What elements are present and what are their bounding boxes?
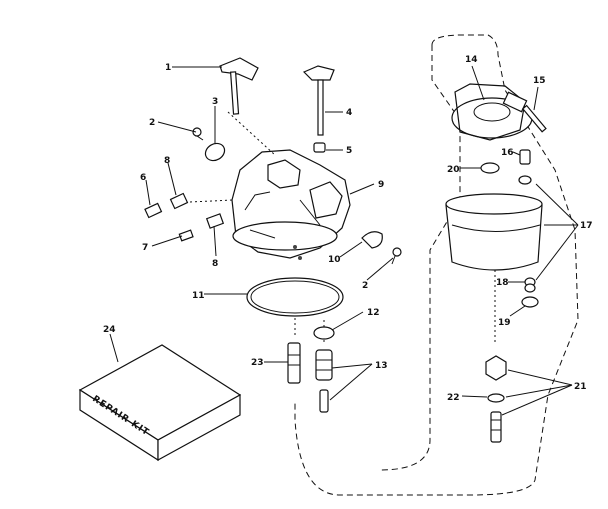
throttle-plate-screw <box>192 127 204 141</box>
bowl-spring <box>518 149 532 185</box>
bowl-washer <box>480 162 500 174</box>
choke-shaft <box>302 65 335 136</box>
choke-plate <box>361 231 383 249</box>
label-13: 13 <box>375 361 388 371</box>
label-8-bottom: 8 <box>212 259 218 269</box>
label-9: 9 <box>378 180 384 190</box>
carburetor-body <box>231 149 351 260</box>
float <box>451 83 533 141</box>
label-11: 11 <box>192 291 205 301</box>
float-bowl <box>445 193 543 271</box>
label-21: 21 <box>574 382 587 392</box>
float-bowl-group-outline <box>294 34 579 496</box>
label-15: 15 <box>533 76 546 86</box>
leader-lines <box>109 65 579 416</box>
label-23: 23 <box>251 358 264 368</box>
inlet-needle-and-seat <box>315 349 333 413</box>
main-nozzle <box>287 342 301 384</box>
label-10: 10 <box>328 255 341 265</box>
label-6: 6 <box>140 173 146 183</box>
label-4: 4 <box>346 108 352 118</box>
idle-mixture-screw <box>144 192 189 219</box>
label-3: 3 <box>212 97 218 107</box>
repair-kit-box: REPAIR KIT <box>78 344 242 462</box>
throttle-plate <box>204 142 226 162</box>
label-20: 20 <box>447 165 460 175</box>
label-2-bottom: 2 <box>362 281 368 291</box>
label-8-top: 8 <box>164 156 170 166</box>
label-12: 12 <box>367 308 380 318</box>
bowl-screw-spring <box>524 277 536 293</box>
throttle-shaft <box>219 57 259 115</box>
label-18: 18 <box>496 278 509 288</box>
label-1: 1 <box>165 63 171 73</box>
label-19: 19 <box>498 318 511 328</box>
label-5: 5 <box>346 146 352 156</box>
label-22: 22 <box>447 393 460 403</box>
label-7: 7 <box>142 243 148 253</box>
label-16: 16 <box>501 148 514 158</box>
bowl-screw-washer <box>521 296 539 308</box>
nozzle-washer <box>313 326 335 340</box>
label-24: 24 <box>103 325 116 335</box>
choke-plate-screw <box>391 247 402 265</box>
label-14: 14 <box>465 55 478 65</box>
main-adjusting-screw <box>178 213 225 242</box>
label-17: 17 <box>580 221 593 231</box>
label-2-top: 2 <box>149 118 155 128</box>
float-pin <box>521 104 547 133</box>
float-bowl-gasket <box>246 277 344 317</box>
part-numbers: 1 2 3 4 5 6 8 7 8 9 10 2 11 12 13 23 24 … <box>103 55 593 403</box>
bowl-screw-assembly <box>485 355 507 443</box>
choke-shaft-seal <box>313 142 326 153</box>
